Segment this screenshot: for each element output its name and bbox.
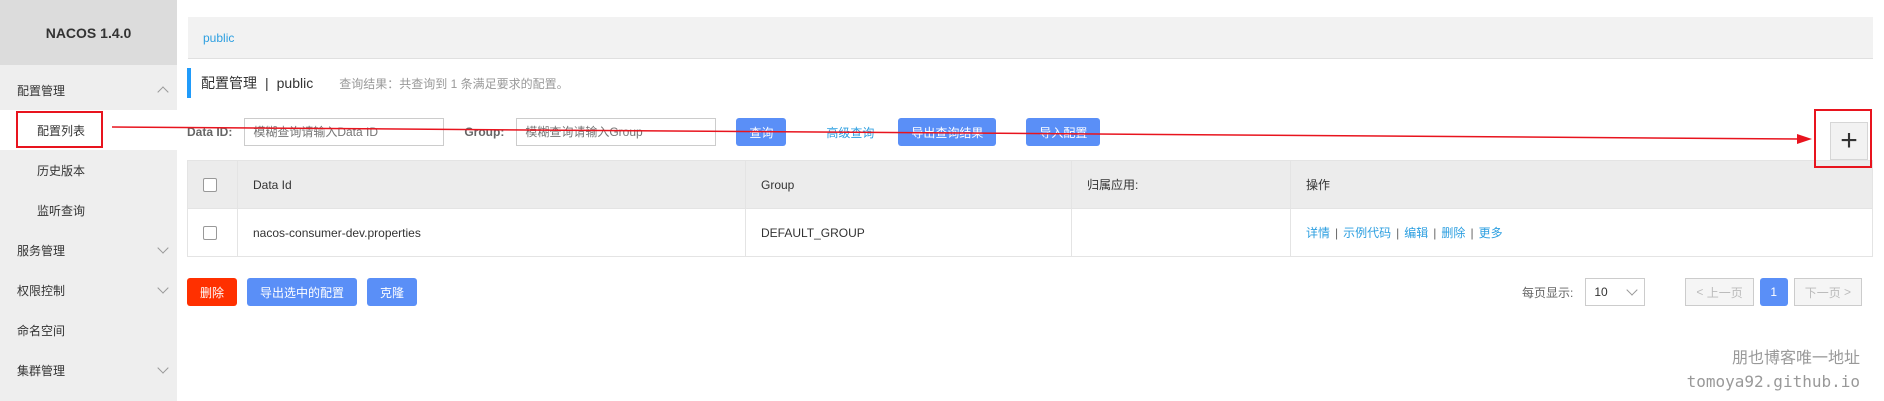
cell-app [1071,208,1291,257]
page-size-label: 每页显示: [1522,285,1574,300]
sidebar-item-cluster-management[interactable]: 集群管理 [0,350,177,390]
main-content: public 配置管理 | public 查询结果：共查询到 1 条满足要求的配… [187,0,1877,401]
table-header-row: Data Id Group 归属应用: 操作 [187,160,1873,209]
cell-dataid: nacos-consumer-dev.properties [237,208,746,257]
sidebar-item-label: 监听查询 [37,203,86,218]
column-header-dataid: Data Id [237,160,746,209]
sidebar-item-listener-query[interactable]: 监听查询 [0,190,177,230]
sidebar-item-label: 服务管理 [17,243,66,258]
import-config-button[interactable]: 导入配置 [1026,118,1101,146]
bulk-delete-button[interactable]: 删除 [187,278,237,306]
query-result-hint: 查询结果：共查询到 1 条满足要求的配置。 [339,76,569,91]
pipe-separator: | [1433,226,1437,240]
sidebar-nav: 配置管理 配置列表 历史版本 监听查询 服务管理 权限控制 命名空间 集群管理 [0,70,177,390]
plus-icon: + [1840,124,1858,157]
pipe-separator: | [1335,226,1339,240]
watermark-line2: tomoya92.github.io [1686,372,1860,391]
page-size-value: 10 [1594,285,1608,299]
page-header: 配置管理 | public 查询结果：共查询到 1 条满足要求的配置。 [187,68,569,98]
brand-logo: NACOS 1.4.0 [0,0,177,65]
chevron-down-icon [157,282,169,294]
prev-page-label: 上一页 [1706,285,1743,300]
pagination: 每页显示: 10 < 上一页 1 下一页 > [1522,278,1863,306]
detail-link[interactable]: 详情 [1306,226,1331,240]
chevron-left-icon: < [1696,285,1707,299]
column-header-app: 归属应用: [1071,160,1291,209]
edit-link[interactable]: 编辑 [1404,226,1429,240]
page-title: 配置管理 [201,75,257,91]
page-number-current[interactable]: 1 [1759,278,1788,306]
chevron-up-icon [157,86,169,98]
advanced-query-link[interactable]: 高级查询 [826,125,875,140]
group-search-input[interactable] [516,118,717,146]
next-page-label: 下一页 [1804,285,1841,300]
watermark-line1: 朋也博客唯一地址 [1731,348,1860,367]
prev-page-button[interactable]: < 上一页 [1685,278,1754,306]
export-query-result-button[interactable]: 导出查询结果 [898,118,997,146]
namespace-bar: public [188,17,1873,59]
sidebar-item-namespace[interactable]: 命名空间 [0,310,177,350]
pipe-separator: | [1396,226,1400,240]
cell-group: DEFAULT_GROUP [745,208,1072,257]
page-size-select[interactable]: 10 [1585,278,1646,306]
sidebar: NACOS 1.4.0 配置管理 配置列表 历史版本 监听查询 服务管理 权限控… [0,0,177,401]
query-button[interactable]: 查询 [736,118,787,146]
sidebar-item-label: 集群管理 [17,363,66,378]
sidebar-item-config-list[interactable]: 配置列表 [0,110,177,150]
dataid-search-input[interactable] [244,118,445,146]
table-row: nacos-consumer-dev.properties DEFAULT_GR… [187,208,1873,257]
group-label: Group: [464,125,505,139]
export-selected-button[interactable]: 导出选中的配置 [247,278,357,306]
namespace-tab-public[interactable]: public [203,30,235,45]
delete-link[interactable]: 删除 [1441,226,1466,240]
row-checkbox[interactable] [203,225,217,240]
sidebar-item-history[interactable]: 历史版本 [0,150,177,190]
sidebar-item-config-management[interactable]: 配置管理 [0,70,177,110]
more-link[interactable]: 更多 [1478,226,1503,240]
header-select-all [187,160,238,209]
clone-button[interactable]: 克隆 [367,278,417,306]
cell-operations: 详情 | 示例代码 | 编辑 | 删除 | 更多 [1290,208,1873,257]
sidebar-item-label: 权限控制 [17,283,66,298]
namespace-label: public [276,75,314,91]
watermark: 朋也博客唯一地址 tomoya92.github.io [1687,346,1860,394]
column-header-group: Group [745,160,1072,209]
chevron-down-icon [157,362,169,374]
chevron-right-icon: > [1840,285,1852,299]
dataid-label: Data ID: [187,125,233,139]
title-accent-bar [187,68,191,98]
row-select-cell [187,208,238,257]
sidebar-item-label: 配置管理 [17,83,66,98]
chevron-down-icon [1626,284,1639,296]
add-config-button[interactable]: + [1830,122,1868,160]
pipe-separator: | [1470,226,1474,240]
sidebar-item-access-control[interactable]: 权限控制 [0,270,177,310]
sidebar-item-label: 历史版本 [37,163,86,178]
sidebar-item-label: 命名空间 [17,323,66,338]
title-separator: | [265,75,269,91]
config-table: Data Id Group 归属应用: 操作 nacos-consumer-de… [187,160,1873,257]
next-page-button[interactable]: 下一页 > [1793,278,1863,306]
select-all-checkbox[interactable] [203,177,217,192]
bulk-actions: 删除 导出选中的配置 克隆 [187,278,417,306]
sample-code-link[interactable]: 示例代码 [1343,226,1392,240]
chevron-down-icon [157,242,169,254]
column-header-operations: 操作 [1290,160,1873,209]
sidebar-item-service-management[interactable]: 服务管理 [0,230,177,270]
filter-bar: Data ID: Group: 查询 高级查询 导出查询结果 导入配置 [187,117,1101,147]
sidebar-item-label: 配置列表 [37,123,86,138]
